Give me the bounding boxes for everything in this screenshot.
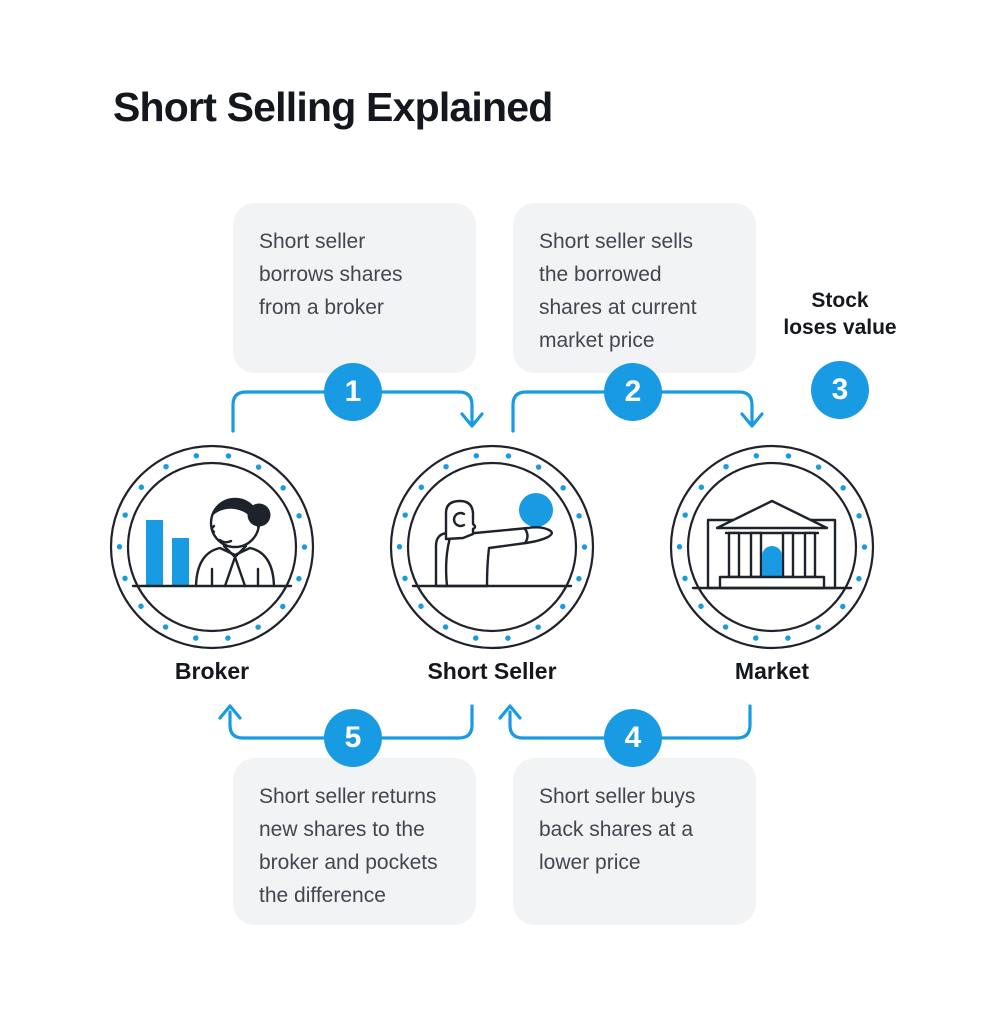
bank-column	[803, 531, 817, 579]
step-1-text-line: Short seller	[259, 230, 366, 253]
bank-pediment	[715, 499, 829, 530]
annotation-line: Stock	[811, 289, 869, 312]
seller-wrist-line	[523, 527, 529, 545]
bank-column	[727, 531, 741, 579]
bank-base-step	[718, 575, 826, 590]
step-4-text-line: back shares at a	[539, 818, 694, 841]
broker-collar	[222, 544, 248, 559]
step-4-text-line: Short seller buys	[539, 785, 696, 808]
broker-face	[210, 524, 233, 544]
seller-body-arm	[434, 526, 553, 588]
step-1-text-line: borrows shares	[259, 263, 403, 286]
arrow-step-5-head	[218, 704, 242, 720]
seller-back-seam	[444, 532, 453, 588]
step-5-text-line: broker and pockets	[259, 851, 438, 874]
seller-head	[444, 499, 477, 541]
seller-ear	[452, 511, 466, 528]
bar-chart-tall-bar	[146, 520, 163, 586]
bar-chart-short-bar	[172, 538, 189, 586]
step-1-note: Short seller borrows shares from a broke…	[233, 203, 476, 373]
woman-with-bar-chart-icon	[131, 497, 293, 588]
market-ring	[671, 446, 873, 648]
step-5-text-line: new shares to the	[259, 818, 425, 841]
broker-hair-bun	[247, 503, 271, 527]
step-4-badge: 4	[604, 709, 662, 767]
step-2-note: Short seller sells the borrowed shares a…	[513, 203, 756, 373]
broker-ring	[111, 446, 313, 648]
short-seller-ring	[391, 446, 593, 648]
broker-jacket-lines	[210, 555, 260, 588]
arrow-step-2-head	[740, 412, 764, 428]
broker-label: Broker	[174, 658, 250, 684]
step-2-badge: 2	[604, 363, 662, 421]
short-seller-label: Short Seller	[427, 658, 557, 684]
step-2-text-line: market price	[539, 329, 655, 352]
step-5-badge: 5	[324, 709, 382, 767]
step-1-badge: 1	[324, 363, 382, 421]
market-label: Market	[734, 658, 810, 684]
page-title: Short Selling Explained	[113, 84, 553, 130]
step-5-text-line: Short seller returns	[259, 785, 437, 808]
broker-head	[209, 497, 261, 549]
step-5-text-line: the difference	[259, 884, 386, 907]
bank-column	[749, 531, 763, 579]
stock-loses-value-annotation: Stock loses value	[765, 287, 915, 341]
person-offering-stock-icon	[411, 493, 573, 588]
step-2-text-line: the borrowed	[539, 263, 662, 286]
step-2-text-line: Short seller sells	[539, 230, 694, 253]
bank-wall	[706, 518, 837, 590]
bank-building-icon	[691, 499, 853, 590]
arrow-step-4-head	[498, 704, 522, 720]
broker-body	[194, 546, 276, 588]
annotation-line: loses value	[783, 316, 897, 339]
step-3-badge: 3	[811, 361, 869, 419]
step-4-note: Short seller buys back shares at a lower…	[513, 758, 756, 925]
arrow-step-1-head	[460, 412, 484, 428]
step-4-text-line: lower price	[539, 851, 641, 874]
stock-ball	[519, 493, 553, 527]
step-2-text-line: shares at current	[539, 296, 697, 319]
step-5-note: Short seller returns new shares to the b…	[233, 758, 476, 925]
step-1-text-line: from a broker	[259, 296, 384, 319]
broker-hair	[212, 498, 260, 530]
bank-column	[781, 531, 795, 579]
bank-door	[762, 546, 782, 577]
